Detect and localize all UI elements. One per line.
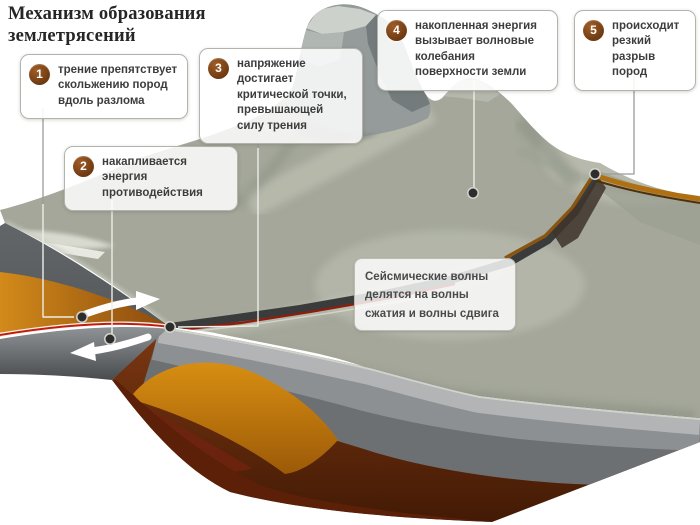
callout-3-text: напряжение достигает критической точки, … [237, 58, 347, 132]
magma-anticline [133, 362, 338, 474]
page-title: Механизм образования землетрясений [8, 4, 206, 46]
callout-2-text: накапливается энергия противодействия [102, 156, 203, 199]
callout-3: 3 напряжение достигает критической точки… [199, 48, 363, 145]
leader-lines [42, 70, 635, 335]
leader-line-3b [177, 148, 259, 328]
leader-line-1b [42, 204, 74, 318]
callout-2: 2 накапливается энергия противодействия [64, 146, 238, 212]
marker-dots [76, 168, 601, 345]
marker-dot-1 [76, 311, 88, 323]
crust-bottom-layer [112, 380, 492, 522]
marker-dot-4 [467, 187, 479, 199]
leader-line-5 [602, 70, 635, 175]
callout-1: 1 трение препятствует скольжению пород в… [20, 54, 188, 120]
step-badge-1: 1 [29, 64, 50, 85]
step-badge-2: 2 [73, 156, 94, 177]
marker-dot-2 [104, 333, 116, 345]
callout-1-text: трение препятствует скольжению пород вдо… [58, 64, 178, 107]
callout-4-text: накопленная энергия вызывает волновые ко… [415, 20, 537, 79]
step-badge-5: 5 [583, 20, 604, 41]
fault-plane-line [0, 322, 171, 336]
seismic-waves-note-text: Сейсмические волны делятся на волны сжат… [365, 271, 499, 320]
step-badge-3: 3 [208, 58, 229, 79]
front-face [112, 328, 700, 522]
marker-dot-5 [589, 168, 601, 180]
marker-dot-3 [164, 321, 176, 333]
arrow-left-icon [70, 333, 152, 361]
step-badge-4: 4 [386, 20, 407, 41]
terrain-surface [0, 4, 700, 421]
callout-5-text: происходит резкий разрыв пород [612, 20, 680, 79]
callout-5: 5 происходит резкий разрыв пород [574, 10, 696, 91]
callout-4: 4 накопленная энергия вызывает волновые … [377, 10, 558, 91]
seismic-waves-note: Сейсмические волны делятся на волны сжат… [354, 258, 516, 332]
